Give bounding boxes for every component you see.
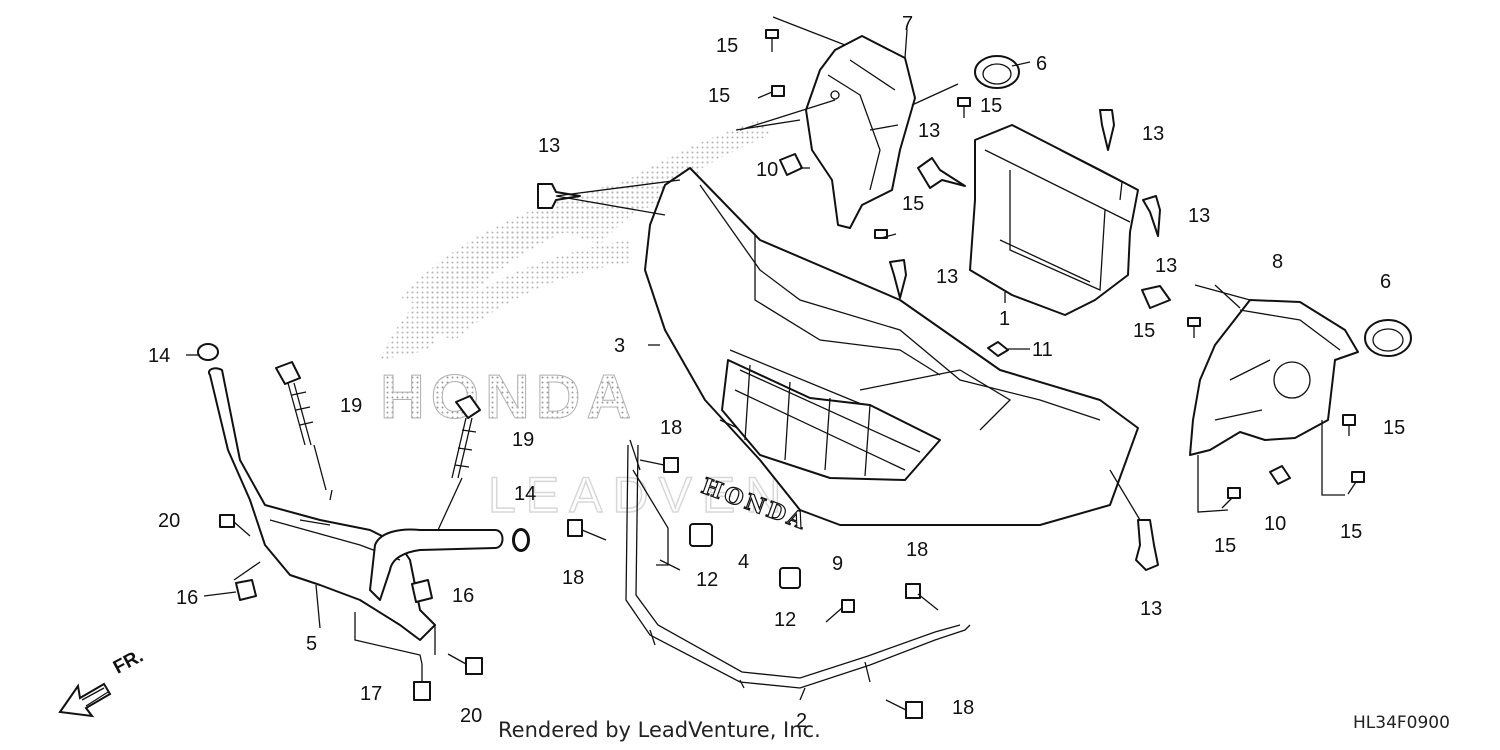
fastener-13e [889,259,907,299]
callout-13g: 13 [1140,598,1162,620]
fastener-15d [874,229,897,239]
fastener-13g [1135,519,1159,571]
callout-15b: 15 [708,85,730,107]
fastener-15h [1347,471,1365,495]
part-6-grommet-top [974,55,1020,89]
brand-watermark-text: HONDA [380,363,637,432]
callout-13b: 13 [538,135,560,157]
fastener-16b [411,579,433,603]
callout-15h: 15 [1340,521,1362,543]
callout-labels: 7 15 6 15 15 13 13 13 10 15 13 13 13 8 6… [148,13,1405,732]
callout-13f: 13 [936,266,958,288]
fastener-11 [987,341,1009,357]
part-5-front-bumper [208,367,530,641]
callout-20b: 20 [460,705,482,727]
part-3-front-grille [644,167,1139,526]
part-2-lower-frame [625,444,971,689]
callout-10b: 10 [1264,513,1286,535]
fastener-13f [1141,285,1171,309]
callout-7: 7 [902,13,913,35]
fastener-15a [765,29,779,52]
callout-2: 2 [796,710,807,732]
callout-16b: 16 [452,585,474,607]
fastener-20a [219,514,251,537]
callout-15e: 15 [1133,320,1155,342]
fastener-12a [689,523,713,547]
callout-14a: 14 [148,345,170,367]
callout-13c: 13 [918,120,940,142]
fasteners [197,29,1365,719]
callout-18d: 18 [952,697,974,719]
part-7-bracket [805,35,916,229]
fastener-18b [567,519,607,541]
leader-lines [186,16,1345,701]
callout-11: 11 [1032,339,1053,361]
fastener-18c [905,583,939,611]
callout-15c: 15 [980,95,1002,117]
fastener-13c [1099,109,1115,151]
callout-3: 3 [614,335,625,357]
part-6-grommet-right [1364,319,1412,357]
fastener-17 [413,664,431,701]
fastener-15f [1342,414,1356,436]
callout-8: 8 [1272,251,1283,273]
callout-13d: 13 [1188,205,1210,227]
callout-14b: 14 [514,483,536,505]
fastener-10b [1269,465,1291,485]
fastener-14a [197,343,219,361]
callout-4: 4 [738,551,749,573]
callout-18c: 18 [906,539,928,561]
fastener-15g [1221,487,1241,509]
fastener-13d [1142,195,1161,237]
fastener-13b [917,157,966,189]
fastener-20b [447,653,483,675]
callout-6a: 6 [1036,53,1047,75]
callout-20a: 20 [158,510,180,532]
fastener-18d [885,699,923,719]
callout-15a: 15 [716,35,738,57]
fastener-15b [757,85,785,99]
callout-15d: 15 [902,193,924,215]
callout-10a: 10 [756,159,778,181]
callout-19b: 19 [512,429,534,451]
fastener-15e [1187,317,1201,338]
callout-13a: 13 [1142,123,1164,145]
callout-12a: 12 [696,569,718,591]
fastener-10a [779,153,803,176]
fastener-18a [639,457,679,473]
callout-19a: 19 [340,395,362,417]
fastener-9 [825,599,855,623]
callout-18a: 18 [660,417,682,439]
fastener-14b [513,529,529,551]
callout-9: 9 [832,553,843,575]
callout-15f: 15 [1383,417,1405,439]
callout-5: 5 [306,633,317,655]
callout-16a: 16 [176,587,198,609]
render-credit: Rendered by LeadVenture, Inc. [498,718,821,742]
fastener-15c [957,97,971,118]
callout-17: 17 [360,683,382,705]
diagram-code: HL34F0900 [1353,713,1450,733]
callout-6b: 6 [1380,271,1391,293]
fastener-16a [235,579,257,601]
callout-18b: 18 [562,567,584,589]
callout-12b: 12 [774,609,796,631]
part-1-inner-panel [969,124,1139,316]
callout-15g: 15 [1214,535,1236,557]
callout-13e: 13 [1155,255,1177,277]
front-arrow-icon [58,682,112,718]
callout-1: 1 [999,308,1010,330]
fastener-12b [779,567,801,589]
part-19-bolt-left [275,361,314,446]
part-8-bracket [1189,299,1359,456]
part-19-bolt-right [451,395,481,479]
